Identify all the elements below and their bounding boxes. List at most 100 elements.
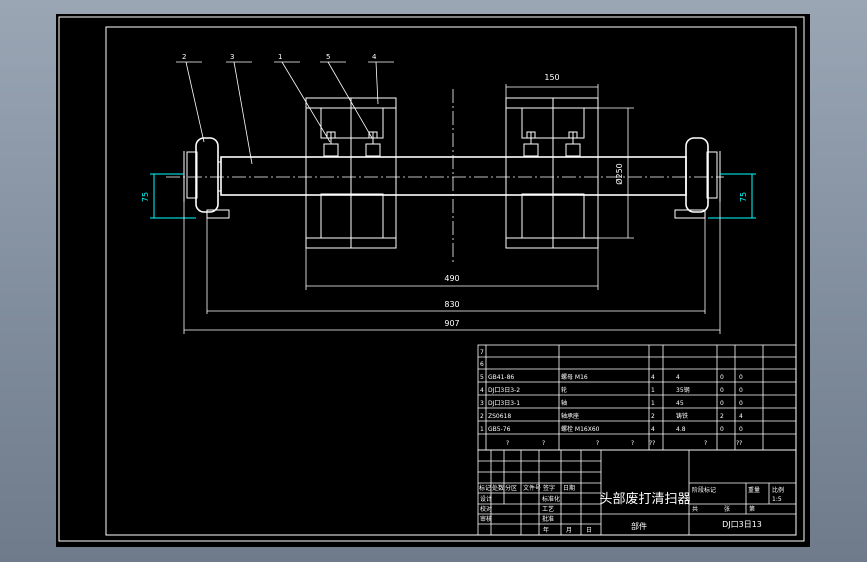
- bom-w1: 0: [720, 400, 724, 407]
- dim-dia250: [598, 107, 634, 239]
- bom-qty: 1: [651, 400, 655, 407]
- outer-frame: [58, 16, 805, 542]
- bom-no: 6: [480, 361, 484, 368]
- tb-nian: 年: [543, 526, 549, 534]
- bom-w1: 0: [720, 426, 724, 433]
- dim-75-left: [150, 173, 196, 219]
- drawing-code: DJ口3日13: [722, 520, 762, 529]
- bom-no: 7: [480, 349, 484, 356]
- bom-qty: 2: [651, 413, 655, 420]
- tb-sheji: 设计: [480, 495, 492, 503]
- bom-w2: 0: [739, 387, 743, 394]
- dim-dia250-label: Ø250: [614, 163, 624, 185]
- dim-490-label: 490: [444, 274, 459, 283]
- left-wheel: [305, 97, 397, 249]
- bom-qty: 1: [651, 387, 655, 394]
- bom-w1: 0: [720, 374, 724, 381]
- drawing-title: 头部废打清扫器: [599, 491, 690, 507]
- bom-no: 4: [480, 387, 484, 394]
- dim-907: [183, 202, 721, 334]
- bom-material: 4: [676, 374, 680, 381]
- bom-name: 螺栓 M16X60: [561, 425, 600, 433]
- bom-rows: 7 6 5 GB41-86 螺母 M16 4 4 0 0 4 DJ口3日3-2 …: [480, 349, 743, 447]
- tb-yue: 月: [566, 527, 572, 534]
- tb-di: 第: [749, 505, 755, 513]
- part-no-2: 2: [182, 53, 186, 61]
- bom-w1: 0: [720, 387, 724, 394]
- bom-name: 轴承座: [561, 412, 579, 420]
- bom-qty: 4: [651, 374, 655, 381]
- tb-biaoji: 标记: [479, 484, 491, 492]
- bom-no: 1: [480, 426, 484, 433]
- tb-gongyi: 工艺: [542, 505, 554, 513]
- tb-jiaodui: 校对: [480, 505, 492, 513]
- bom-code: GB5-76: [488, 426, 511, 433]
- tb-ri: 日: [586, 527, 592, 534]
- part-no-5: 5: [326, 53, 330, 61]
- part-no-3: 3: [230, 53, 234, 61]
- dim-75-right: [708, 173, 756, 219]
- inner-frame: [105, 26, 797, 536]
- left-bearing-seat: [183, 137, 230, 219]
- tb-shenhe: 审核: [480, 515, 492, 523]
- drawing-canvas: 2 3 1 5 4 150 Ø250 75 75 490 830: [56, 14, 810, 547]
- tb-bili-val: 1:5: [772, 496, 782, 503]
- tb-zhongliang: 重量: [748, 486, 760, 494]
- dim-75-right-label: 75: [739, 192, 748, 202]
- dim-150: [505, 84, 599, 98]
- bom-no: 5: [480, 374, 484, 381]
- part-no-4: 4: [372, 53, 377, 61]
- dim-490: [305, 248, 599, 290]
- bom-header-5: ??: [649, 440, 655, 447]
- bom-w2: 0: [739, 400, 743, 407]
- cad-drawing: 2 3 1 5 4 150 Ø250 75 75 490 830: [58, 16, 805, 542]
- bom-header-6: ?: [704, 440, 707, 447]
- tb-pizhun: 批准: [542, 515, 554, 523]
- bom-name: 轴: [561, 399, 567, 407]
- tb-chushu: 处数: [492, 484, 504, 492]
- bom-material: 45: [676, 400, 684, 407]
- dim-907-label: 907: [444, 319, 459, 328]
- bom-header-1: ?: [506, 440, 509, 447]
- tb-gong: 共: [692, 505, 698, 513]
- part-no-1: 1: [278, 53, 282, 61]
- bom-table: [477, 344, 797, 451]
- bom-code: DJ口3日3-1: [488, 400, 520, 407]
- dim-830-label: 830: [444, 300, 459, 309]
- bom-code: GB41-86: [488, 374, 514, 381]
- title-block-text: 标记 处数 分区 文件号 签字 日期 设计 标准化 校对 审核 工艺 批准 年 …: [479, 484, 784, 534]
- tb-wenjian: 文件号: [523, 484, 541, 492]
- bom-material: 4.8: [676, 426, 686, 433]
- tb-bili: 比例: [772, 486, 784, 494]
- bom-header-2: ?: [542, 440, 545, 447]
- bom-code: DJ口3日3-2: [488, 387, 520, 394]
- bom-w2: 0: [739, 426, 743, 433]
- bom-material: 铸铁: [676, 412, 688, 420]
- part-leaders: [176, 61, 394, 165]
- part-type: 部件: [631, 521, 647, 531]
- bom-w2: 4: [739, 413, 743, 420]
- bom-header-3: ?: [596, 440, 599, 447]
- right-wheel: [505, 97, 599, 249]
- bom-header-4: ?: [631, 440, 634, 447]
- tb-riqi: 日期: [563, 484, 575, 492]
- bom-name: 轮: [561, 386, 567, 394]
- bom-no: 3: [480, 400, 484, 407]
- dim-830: [206, 218, 706, 314]
- bom-qty: 4: [651, 426, 655, 433]
- bom-name: 螺母 M16: [561, 373, 588, 381]
- bom-material: 35钢: [676, 386, 690, 394]
- dim-75-left-label: 75: [141, 192, 150, 202]
- right-bearing-seat: [674, 137, 721, 219]
- tb-biaozhunhua: 标准化: [542, 495, 560, 503]
- tb-jieduan: 阶段标记: [692, 486, 716, 494]
- bom-code: ZS0618: [488, 413, 511, 420]
- tb-qianming: 签字: [543, 484, 555, 492]
- dim-150-label: 150: [544, 73, 559, 82]
- bom-w1: 2: [720, 413, 724, 420]
- bom-w2: 0: [739, 374, 743, 381]
- bom-no: 2: [480, 413, 484, 420]
- tb-fenqu: 分区: [505, 484, 517, 492]
- bom-header-7: ??: [736, 440, 742, 447]
- title-block: [477, 449, 797, 536]
